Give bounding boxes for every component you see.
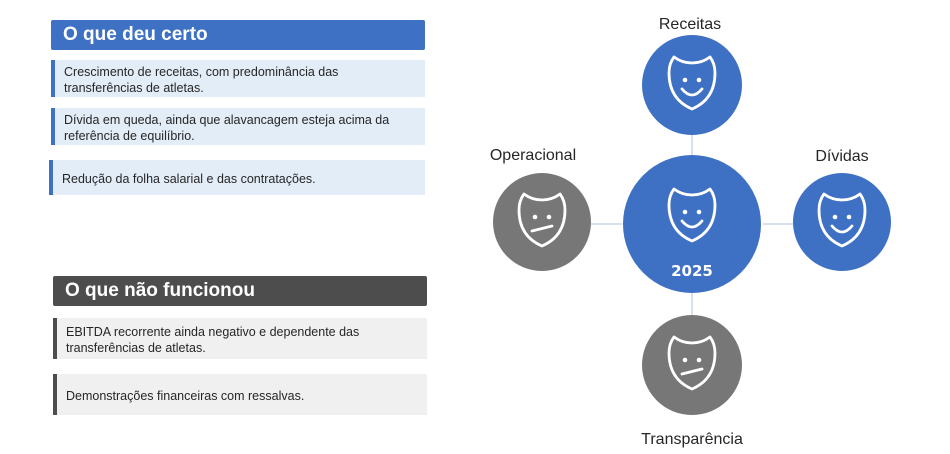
good-item-2: Dívida em queda, ainda que alavancagem e… <box>51 108 425 145</box>
node-center-2025: 2025 <box>623 155 761 293</box>
shield-happy-icon <box>667 55 717 111</box>
node-label-dividas: Dívidas <box>815 148 868 165</box>
good-item-3: Redução da folha salarial e das contrata… <box>49 160 425 195</box>
node-dividas <box>793 173 891 271</box>
good-item-1: Crescimento de receitas, com predominânc… <box>51 60 425 97</box>
node-transparencia <box>642 315 742 415</box>
center-year-label: 2025 <box>671 262 713 280</box>
node-label-receitas: Receitas <box>659 16 721 33</box>
section-title-good: O que deu certo <box>51 20 425 50</box>
node-label-operacional: Operacional <box>490 147 576 164</box>
shield-neutral-icon <box>517 192 567 248</box>
shield-happy-icon <box>817 192 867 248</box>
bad-item-1: EBITDA recorrente ainda negativo e depen… <box>53 318 427 359</box>
bad-item-2: Demonstrações financeiras com ressalvas. <box>53 374 427 415</box>
node-label-transparencia: Transparência <box>641 431 743 448</box>
node-operacional <box>493 173 591 271</box>
section-title-bad: O que não funcionou <box>53 276 427 306</box>
shield-happy-icon <box>667 187 717 243</box>
node-receitas <box>642 35 742 135</box>
shield-neutral-icon <box>667 335 717 391</box>
